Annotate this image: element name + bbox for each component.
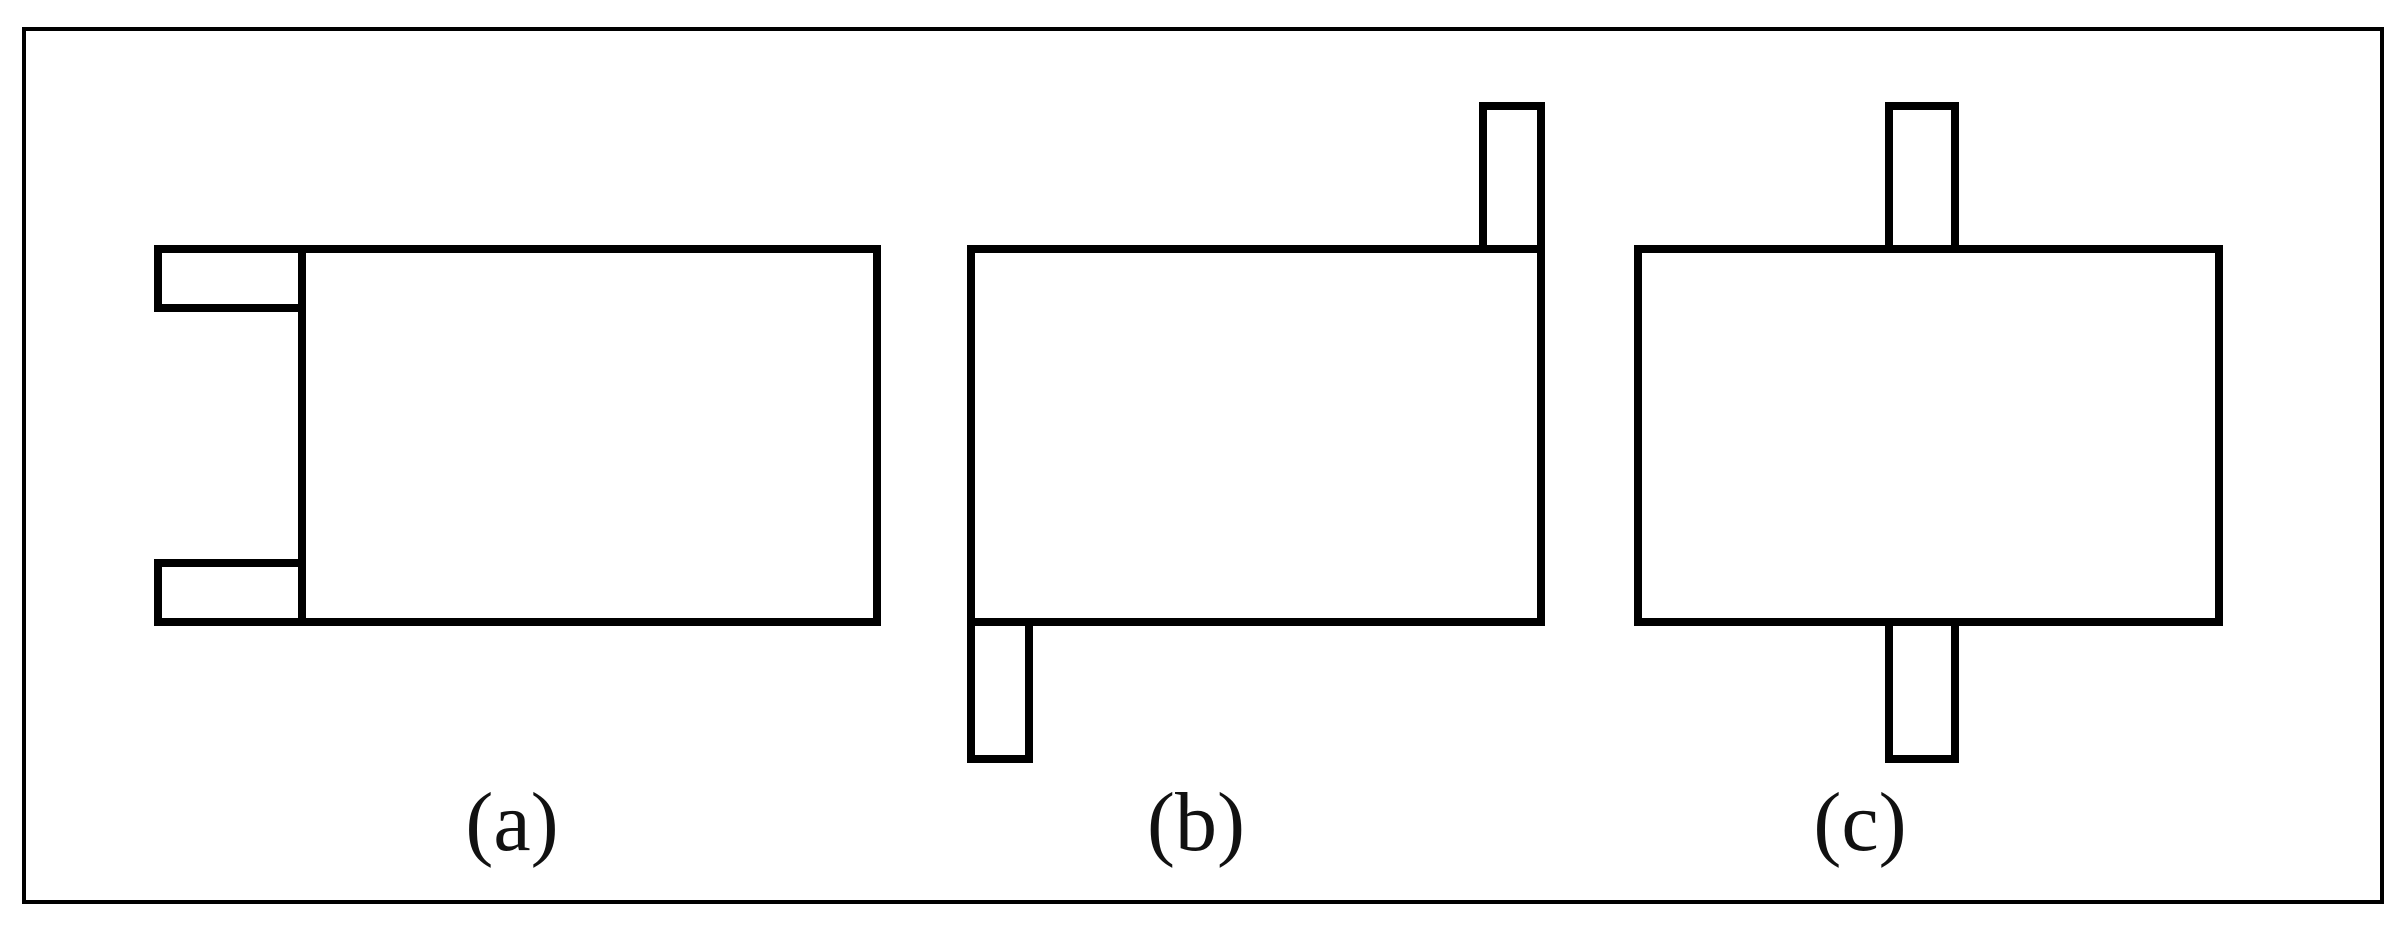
panel-b: (b) <box>967 102 1545 869</box>
panel-c: (c) <box>1634 102 2223 869</box>
panel-a-bottom-left-tab <box>154 559 306 626</box>
panel-c-caption: (c) <box>1813 776 1906 869</box>
panel-a-caption: (a) <box>465 776 558 869</box>
panel-c-bottom-tab <box>1885 618 1959 763</box>
panel-b-top-right-tab <box>1479 102 1545 253</box>
panel-a: (a) <box>154 245 881 869</box>
panel-b-bottom-left-tab <box>967 618 1033 763</box>
panel-c-body <box>1634 245 2223 626</box>
panel-a-body <box>298 245 881 626</box>
panel-b-body <box>967 245 1545 626</box>
panel-b-caption: (b) <box>1147 776 1245 869</box>
panel-a-top-left-tab <box>154 245 306 312</box>
panel-c-top-tab <box>1885 102 1959 253</box>
